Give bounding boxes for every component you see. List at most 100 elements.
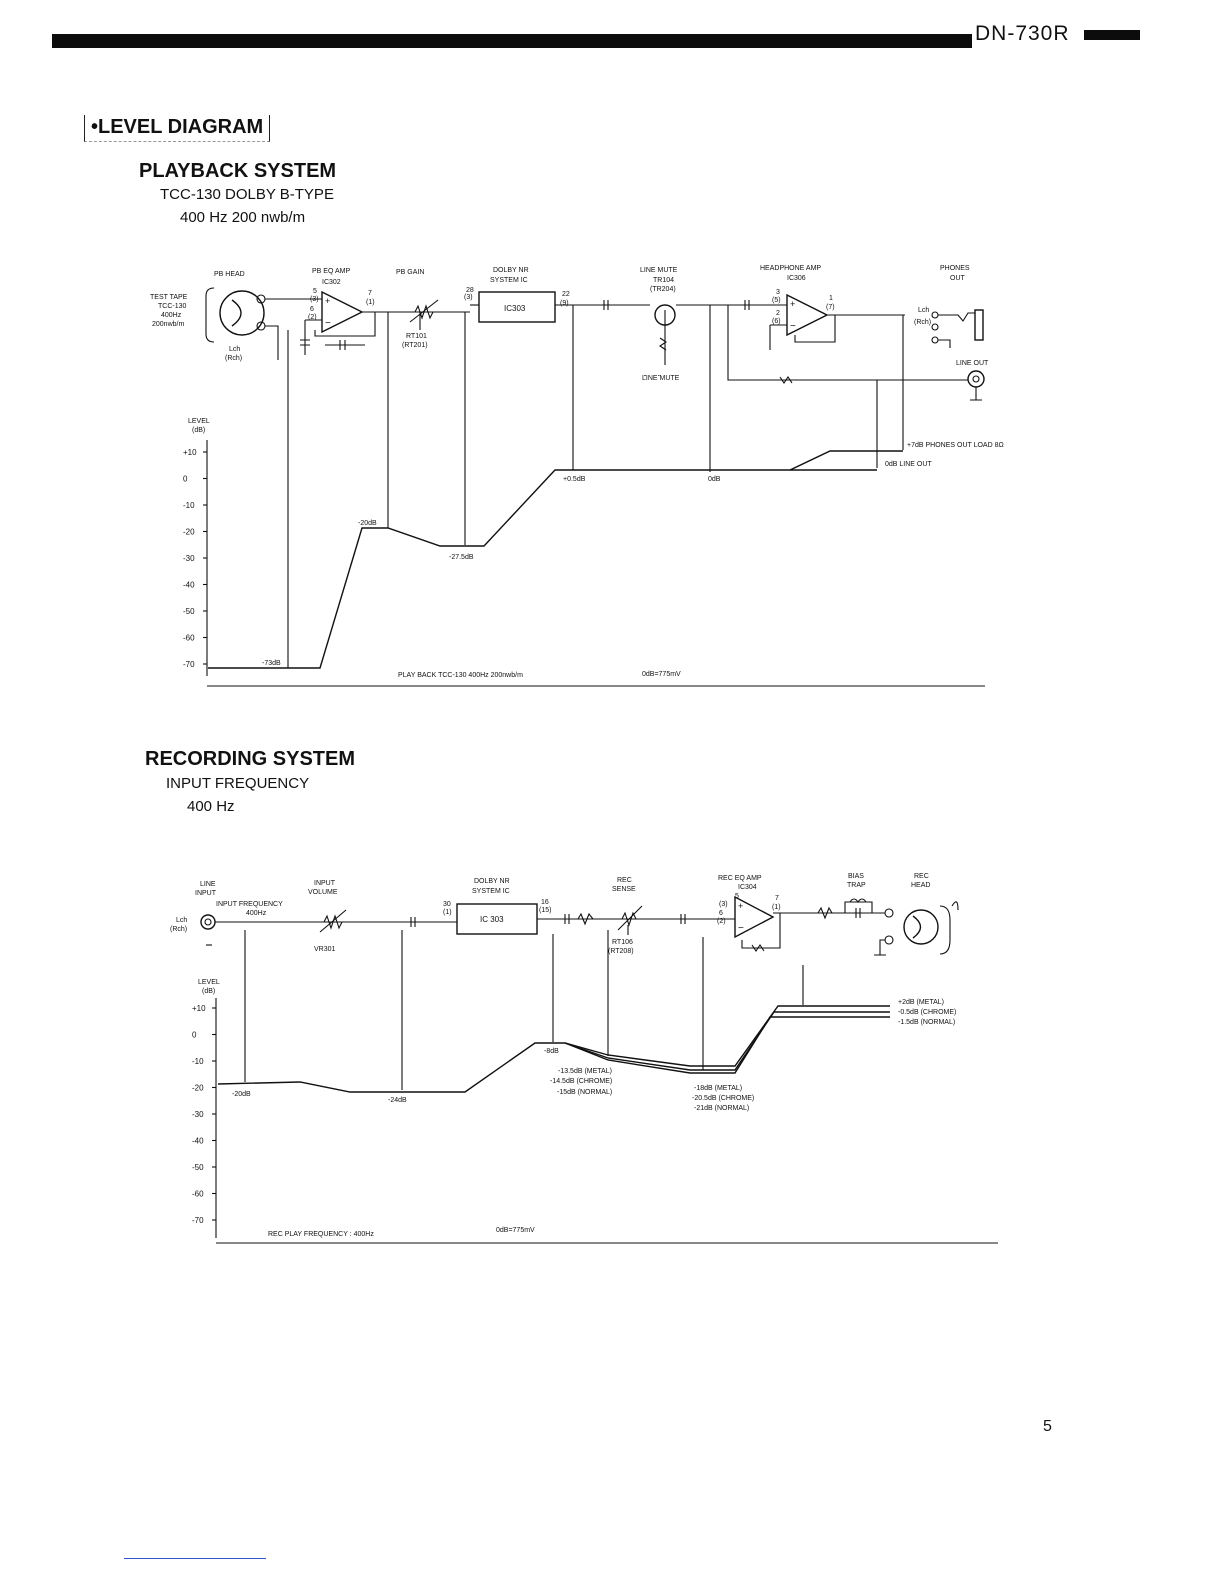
rec-level-line-normal [564,1016,890,1074]
test-tape-4: 200nwb/m [152,321,184,328]
rec-ann-minus8: -8dB [544,1048,559,1055]
playback-subtitle-2: 400 Hz 200 nwb/m [180,209,306,226]
pb-gain-pot-icon [409,299,439,330]
footer-rule [124,1558,266,1559]
pb-ann-minus27: -27.5dB [449,554,474,561]
pin-label: (1) [772,904,781,911]
rec-ann-head-normal: -1.5dB (NORMAL) [898,1019,955,1026]
test-tape-2: TCC-130 [158,303,187,310]
headphone-amp-label: HEADPHONE AMP [760,265,821,272]
ic304-opamp-icon: + − [734,895,775,939]
rec-level-line-chrome [564,1011,890,1071]
bias-trap-label-1: BIAS [848,873,864,880]
ic302-opamp-icon: + − [321,290,364,334]
vr301-label: VR301 [314,946,336,953]
rec-sense-pot-icon [617,905,643,935]
pin-label: 1 [829,295,833,302]
pb-eq-amp-label: PB EQ AMP [312,268,350,275]
input-frequency-label: INPUT FREQUENCY [216,901,283,908]
pb-head-icon [219,290,266,336]
ic304-label: IC304 [738,884,757,891]
line-out-label: LINE OUT [956,360,989,367]
pin-label: 5 [735,893,739,900]
pin-label: (3) [464,294,473,301]
y-tick-label: -30 [183,554,195,563]
pin-label: (5) [772,297,781,304]
rec-ann-sense-metal: -13.5dB (METAL) [558,1068,612,1075]
y-tick-label: -10 [183,501,195,510]
pin-label: 16 [541,899,549,906]
rec-eq-amp-label: REC EQ AMP [718,875,762,882]
y-tick-label: -60 [183,634,195,643]
y-tick-label: -40 [183,581,195,590]
test-tape-1: TEST TAPE [150,294,188,301]
y-tick-label: -40 [192,1137,204,1146]
pin-label: 3 [776,289,780,296]
phones-out-label: OUT [950,275,966,282]
input-volume-label-1: INPUT [314,880,336,887]
ic306-opamp-icon: + − [786,293,829,337]
ic303-block [478,291,556,323]
pb-footer: PLAY BACK TCC-130 400Hz 200nwb/m [398,672,523,679]
pin-label: 28 [466,287,474,294]
rec-sense-label-2: SENSE [612,886,636,893]
pb-gain-label: PB GAIN [396,269,424,276]
line-mute-label: LINE MUTE [640,267,678,274]
rec-rch-label: (Rch) [170,926,187,933]
section-title: •LEVEL DIAGRAM [84,115,271,142]
pb-ann-0db: 0dB [708,476,721,483]
playback-title: PLAYBACK SYSTEM [139,160,337,182]
pb-ann-lineout: 0dB LINE OUT [885,461,932,468]
pin-label: 22 [562,291,570,298]
line-mute-ctrl-label: LINE MUTE [642,375,680,382]
rec-dolby-label: DOLBY NR [474,878,510,885]
rec-ann-eq-chrome: -20.5dB (CHROME) [692,1095,754,1102]
y-tick-label: -30 [192,1110,204,1119]
rec-head-label-1: REC [914,873,929,880]
y-tick-label: +10 [192,1004,206,1013]
system-ic-label: SYSTEM IC [490,277,528,284]
test-tape-3: 400Hz [161,312,182,319]
recording-schematic: LINE INPUT INPUT FREQUENCY 400Hz INPUT V… [170,873,959,956]
pb-head-label: PB HEAD [214,271,245,278]
y-tick-label: -50 [183,607,195,616]
pin-label: (9) [560,300,569,307]
rt101-label: RT101 [406,333,427,340]
recording-subtitle-1: INPUT FREQUENCY [166,775,310,792]
rec-ic303-label: IC 303 [480,915,504,924]
rec-head-label-2: HEAD [911,882,930,889]
pb-ann-plus05: +0.5dB [563,476,586,483]
pb-rch-label: (Rch) [225,355,242,362]
playback-subtitle-1: TCC-130 DOLBY B-TYPE [160,186,334,203]
rec-ref: 0dB=775mV [496,1227,535,1234]
rt206-label: (RT208) [608,948,634,955]
pb-ann-phones: +7dB PHONES OUT LOAD 8Ω [907,442,1004,449]
y-tick-label: -70 [183,660,195,669]
y-tick-label: -20 [192,1084,204,1093]
pb-ann-minus20: -20dB [358,520,377,527]
ic302-label: IC302 [322,279,341,286]
recording-title: RECORDING SYSTEM [145,748,356,770]
phones-rch-label: (Rch) [914,319,931,326]
pin-label: (2) [308,314,317,321]
rec-ann-head-chrome: -0.5dB (CHROME) [898,1009,956,1016]
y-tick-label: 0 [183,475,188,484]
pin-label: 30 [443,901,451,908]
rec-ann-sense-normal: -15dB (NORMAL) [557,1089,612,1096]
rec-ann-minus24: -24dB [388,1097,407,1104]
pin-label: (2) [717,918,726,925]
rec-sense-label-1: REC [617,877,632,884]
pb-ann-minus73: -73dB [262,660,281,667]
rt106-label: RT106 [612,939,633,946]
y-tick-label: -60 [192,1190,204,1199]
phones-label: PHONES [940,265,970,272]
model-number: DN-730R [975,22,1070,45]
pin-label: (15) [539,907,551,914]
pin-label: (1) [443,909,452,916]
pin-label: (3) [719,901,728,908]
pin-label: 6 [719,910,723,917]
svg-text:+: + [325,296,330,306]
line-input-jack-icon [200,914,216,946]
y-tick-label: -10 [192,1057,204,1066]
